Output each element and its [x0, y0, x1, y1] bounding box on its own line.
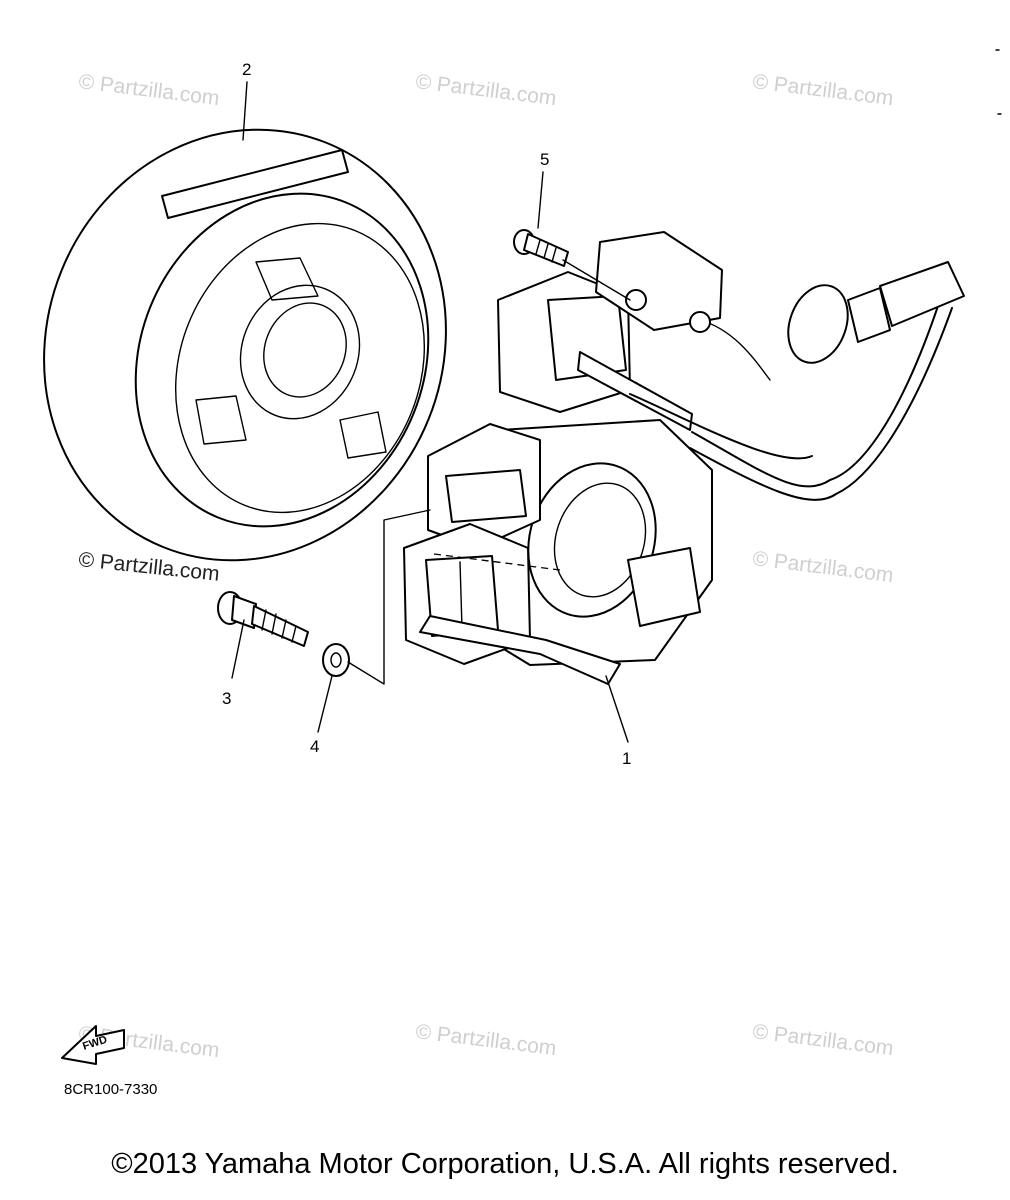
forward-arrow: FWD — [61, 1025, 125, 1065]
bolt-part-3 — [217, 591, 309, 647]
watermark: © Partzilla.com — [751, 1020, 894, 1060]
callout-part-4: 4 — [310, 737, 319, 756]
leader-lines — [231, 81, 631, 743]
watermark: © Partzilla.com — [414, 70, 557, 110]
rotor-part-2 — [43, 128, 447, 562]
callout-part-1: 1 — [622, 749, 631, 768]
callout-part-5: 5 — [540, 150, 549, 169]
callout-part-3: 3 — [222, 689, 231, 708]
watermark: © Partzilla.com — [751, 547, 894, 587]
diagram-code: 8CR100-7330 — [64, 1081, 157, 1098]
watermark: © Partzilla.com — [77, 70, 220, 110]
watermark: © Partzilla.com — [751, 70, 894, 110]
watermark: © Partzilla.com — [414, 1020, 557, 1060]
callouts: 2 5 3 4 1 — [222, 60, 631, 768]
washer-part-4 — [322, 643, 350, 677]
screw-part-5 — [513, 229, 569, 267]
stator-part-1 — [403, 231, 965, 685]
callout-part-2: 2 — [242, 60, 251, 79]
copyright-notice: ©2013 Yamaha Motor Corporation, U.S.A. A… — [111, 1148, 899, 1180]
